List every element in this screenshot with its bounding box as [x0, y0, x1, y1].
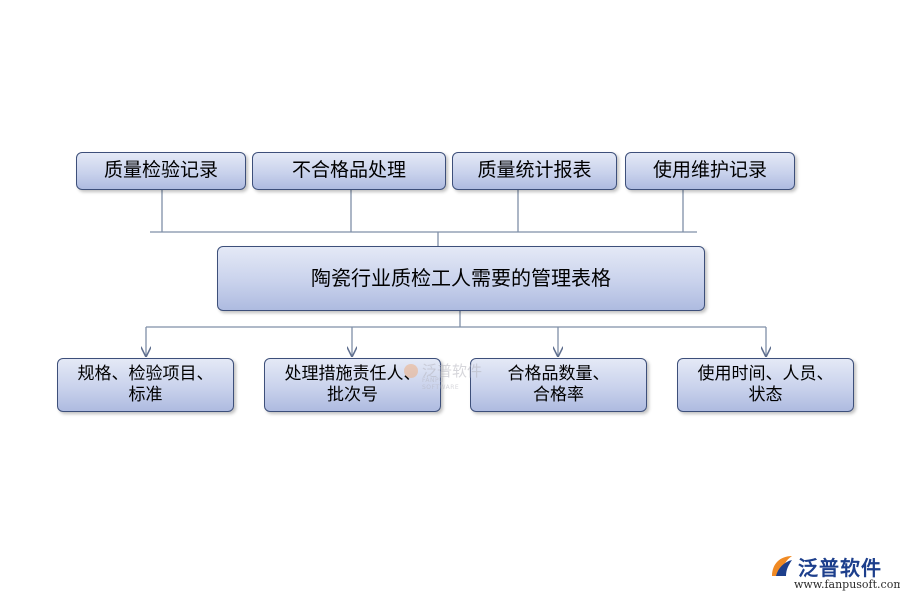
node-spec-items: 规格、检验项目、 标准: [57, 358, 234, 412]
watermark-text: 泛普软件: [422, 362, 483, 380]
node-qualified-quantity-line2: 合格率: [533, 385, 584, 405]
node-usage-status-line2: 状态: [748, 385, 783, 405]
node-handling-measures-line1: 处理措施责任人、: [284, 363, 421, 384]
node-qualified-quantity-line1: 合格品数量、: [507, 363, 610, 384]
node-handling-measures-line2: 批次号: [327, 385, 378, 405]
brand-name: 泛普软件: [798, 556, 882, 580]
brand-url: www.fanpusoft.com: [794, 578, 900, 591]
node-usage-status-line1: 使用时间、人员、: [697, 363, 834, 384]
watermark: 泛普软件 FANPU SOFTWARE: [404, 360, 483, 391]
node-quality-statistics-report: 质量统计报表: [452, 152, 617, 190]
watermark-logo-icon: [404, 363, 418, 378]
node-handling-measures: 处理措施责任人、 批次号: [264, 358, 441, 412]
node-usage-maintenance-record: 使用维护记录: [625, 152, 795, 190]
watermark-subtext: FANPU SOFTWARE: [422, 377, 460, 391]
node-qualified-quantity: 合格品数量、 合格率: [470, 358, 647, 412]
node-nonconforming-handling: 不合格品处理: [252, 152, 446, 190]
brand-logo: 泛普软件 www.fanpusoft.com: [768, 548, 900, 594]
brand-logo-icon: [772, 556, 792, 576]
node-spec-items-line2: 标准: [128, 385, 163, 405]
node-usage-status: 使用时间、人员、 状态: [677, 358, 854, 412]
node-spec-items-line1: 规格、检验项目、: [77, 363, 214, 384]
node-quality-inspection-record: 质量检验记录: [76, 152, 246, 190]
node-center-title: 陶瓷行业质检工人需要的管理表格: [217, 246, 705, 311]
